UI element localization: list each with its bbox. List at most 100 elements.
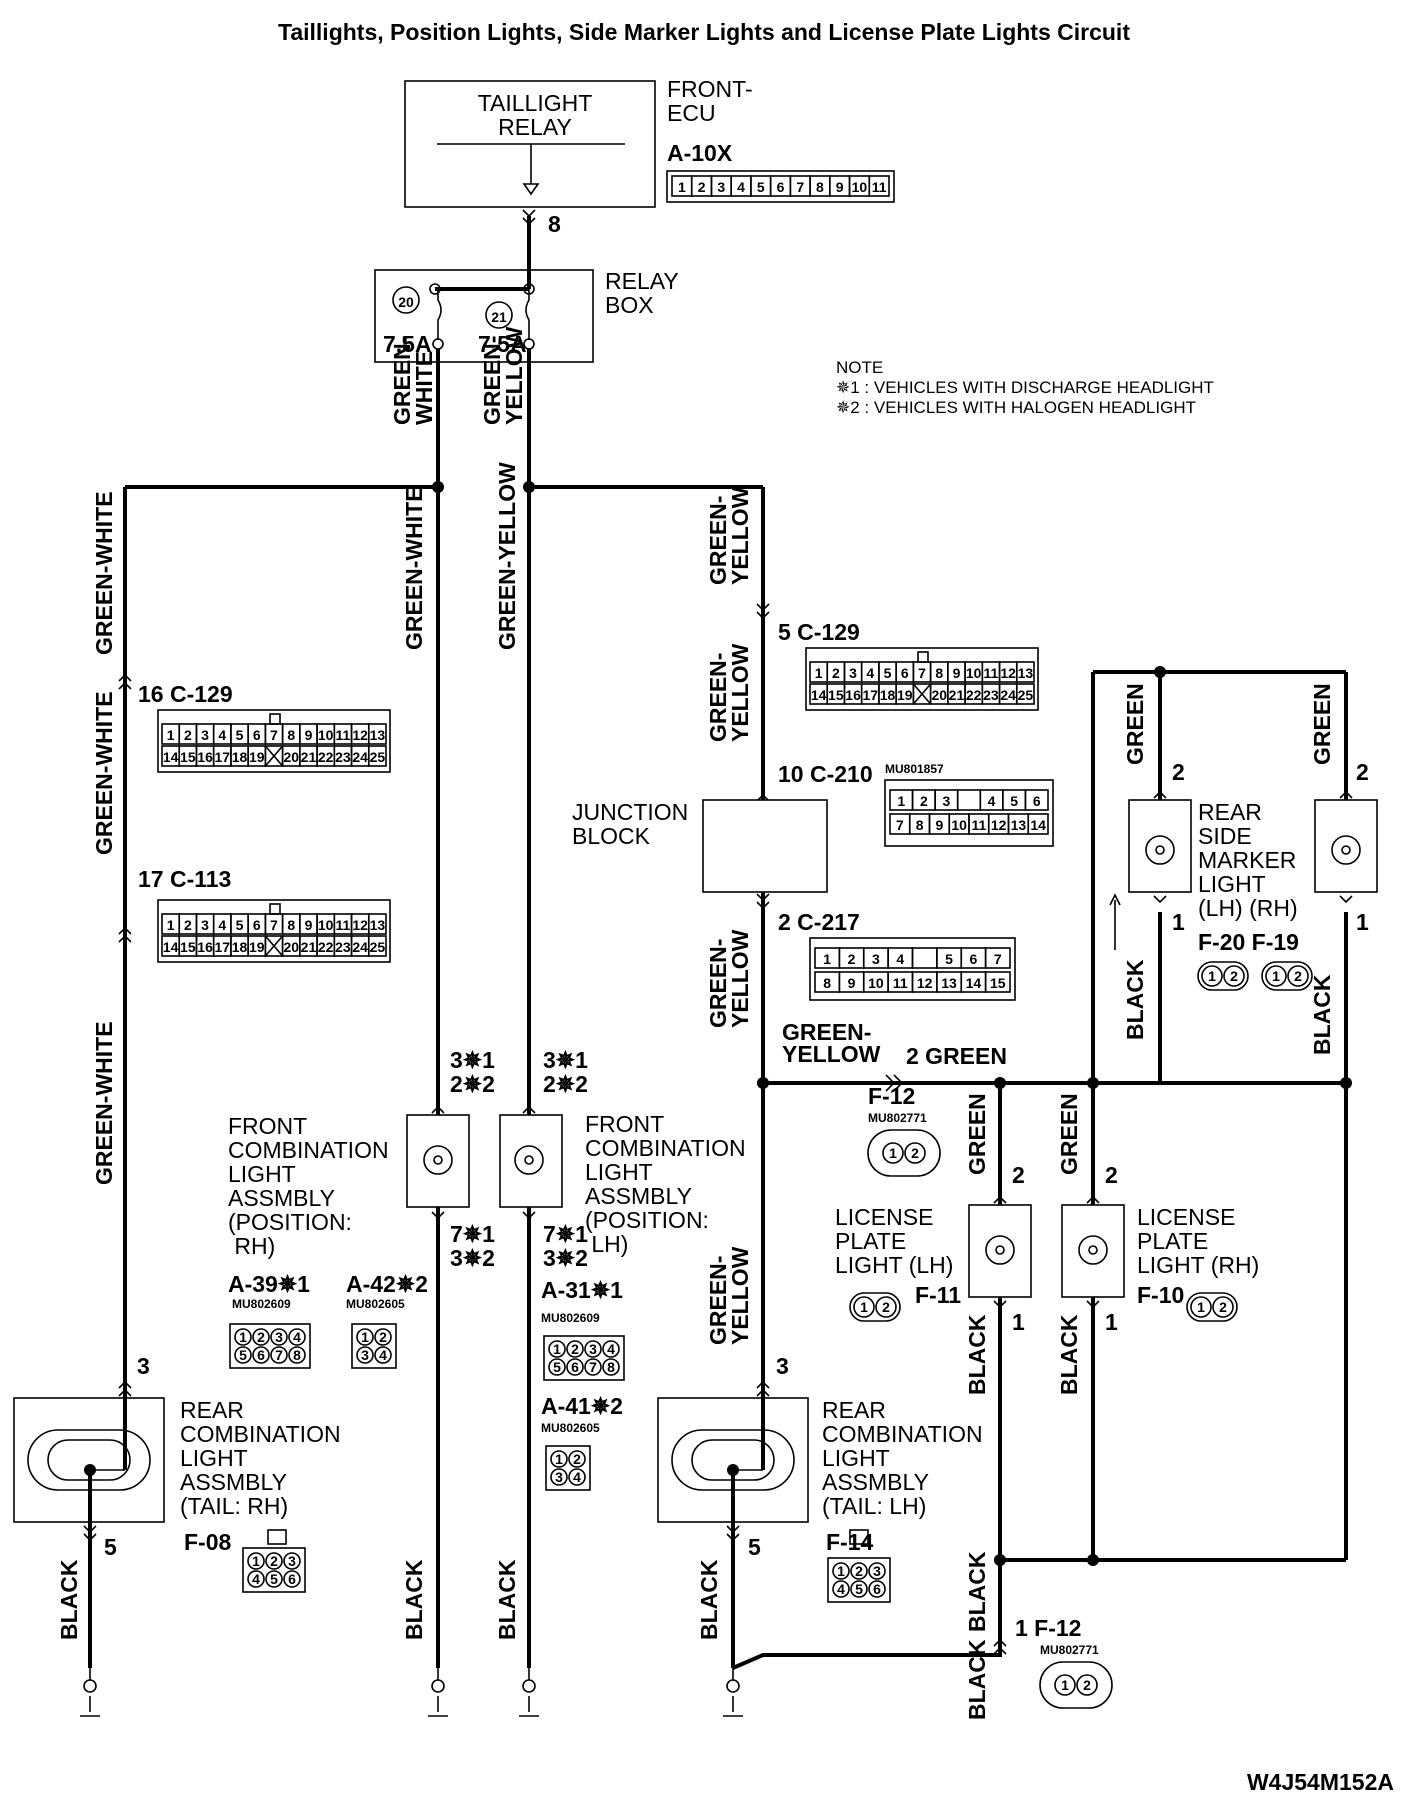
wire-label-black: BLACK bbox=[964, 1551, 990, 1632]
fuse-20-icon bbox=[392, 286, 420, 314]
connector-pin: 2 bbox=[882, 1299, 890, 1315]
connector-pin: 14 bbox=[163, 749, 179, 765]
connector-pin: 23 bbox=[335, 939, 351, 955]
fuse-21-number: 21 bbox=[491, 309, 507, 325]
connector-pin: 13 bbox=[1011, 817, 1027, 833]
connector-pin-ring bbox=[283, 1552, 301, 1570]
connector-pin-ring bbox=[270, 1328, 288, 1346]
license-lh-pin-1: 1 bbox=[1012, 1309, 1025, 1335]
connector-c210: 10 C-210 bbox=[778, 761, 873, 787]
connector-pin: 24 bbox=[352, 939, 368, 955]
connector-blank bbox=[912, 683, 932, 705]
connector-pin: 17 bbox=[215, 939, 231, 955]
connector-pin-ring bbox=[1287, 965, 1309, 987]
connector-arrow bbox=[756, 611, 770, 620]
connector-pin: 18 bbox=[232, 939, 248, 955]
wire-label-green-yellow: GREEN-YELLOW bbox=[494, 462, 520, 650]
bulb-filament bbox=[433, 1155, 443, 1165]
connector-pin: 4 bbox=[988, 793, 996, 809]
connector-pin: 22 bbox=[318, 939, 334, 955]
wire-label-black: BLACK bbox=[401, 1559, 427, 1640]
connector-pin: 25 bbox=[370, 749, 386, 765]
connector-pin: 22 bbox=[318, 749, 334, 765]
connector-pin: 8 bbox=[935, 665, 943, 681]
wire-label-green-white: GREEN-WHITE bbox=[91, 491, 117, 655]
license-lh-pin-2: 2 bbox=[1012, 1162, 1025, 1188]
connector-cell bbox=[367, 935, 387, 957]
connector-pin: 15 bbox=[828, 687, 844, 703]
rear-lh-pin-3: 3 bbox=[776, 1353, 789, 1379]
connector-pin-ring bbox=[584, 1358, 602, 1376]
connector-arrow bbox=[885, 1074, 896, 1092]
connector-pin-ring bbox=[584, 1340, 602, 1358]
connector-pin: 20 bbox=[931, 687, 947, 703]
connector-arrow bbox=[118, 926, 132, 935]
connector-pin-ring bbox=[832, 1562, 850, 1580]
connector-pin: 12 bbox=[917, 975, 933, 991]
connector-f11-face bbox=[849, 1292, 901, 1322]
connector-arrow bbox=[756, 1380, 770, 1389]
connector-f12-top-face bbox=[867, 1129, 941, 1177]
connector-pin: 2 bbox=[379, 1329, 387, 1345]
connector-blank bbox=[264, 745, 284, 767]
connector-pin-ring bbox=[356, 1328, 374, 1346]
connector-pin: 6 bbox=[970, 951, 978, 967]
wire-black-return bbox=[732, 1560, 1002, 1670]
fuse-21-link bbox=[525, 289, 530, 340]
connector-pin: 17 bbox=[215, 749, 231, 765]
connector-key bbox=[917, 651, 929, 663]
connector-pin: 5 bbox=[945, 951, 953, 967]
connector-pin: 1 bbox=[889, 1145, 897, 1161]
wire-label-green-yellow: GREEN-YELLOW bbox=[705, 486, 753, 585]
bulb-filament bbox=[524, 1155, 534, 1165]
connector-pin: 7 bbox=[275, 1347, 283, 1363]
connector-pin: 6 bbox=[571, 1359, 579, 1375]
connector-pin-ring bbox=[566, 1358, 584, 1376]
connector-f08-face bbox=[242, 1547, 306, 1593]
connector-a41-face bbox=[545, 1445, 591, 1491]
connector-pin-ring bbox=[850, 1580, 868, 1598]
connector-arrow bbox=[431, 1105, 445, 1114]
connector-pin-ring bbox=[853, 1296, 875, 1318]
terminal bbox=[429, 283, 441, 295]
bulb-filament bbox=[1088, 1245, 1098, 1255]
connector-pin: 5 bbox=[553, 1359, 561, 1375]
wire-label-green: GREEN bbox=[964, 1093, 990, 1175]
connector-pin: 4 bbox=[866, 665, 874, 681]
connector-pin: 3 bbox=[288, 1553, 296, 1569]
connector-pin: 16 bbox=[197, 939, 213, 955]
rear-lh-pin-5: 5 bbox=[748, 1534, 761, 1560]
connector-pin-ring bbox=[252, 1328, 270, 1346]
connector-pin: 3 bbox=[873, 1563, 881, 1579]
wire-label-black: BLACK bbox=[1309, 974, 1335, 1055]
connector-pin: 11 bbox=[872, 179, 887, 195]
connector-arrow bbox=[756, 901, 770, 910]
bulb-icon bbox=[1145, 835, 1175, 865]
connector-pin: 11 bbox=[336, 917, 351, 933]
connector-pin: 13 bbox=[1018, 665, 1034, 681]
connector-pin: 10 bbox=[318, 917, 334, 933]
connector-pin-ring bbox=[1265, 965, 1287, 987]
connector-arrow bbox=[756, 893, 770, 902]
connector-pin: 16 bbox=[197, 749, 213, 765]
connector-pin-ring bbox=[602, 1358, 620, 1376]
connector-pin: 25 bbox=[370, 939, 386, 955]
connector-pin: 1 bbox=[815, 665, 823, 681]
connector-pin: 10 bbox=[951, 817, 967, 833]
wire-label-green-yellow: GREEN-YELLOW bbox=[705, 643, 753, 742]
splice-point bbox=[432, 481, 444, 493]
connector-pin: 18 bbox=[880, 687, 896, 703]
connector-pin: 19 bbox=[249, 749, 265, 765]
connector-pin: 12 bbox=[352, 727, 368, 743]
connector-pin: 13 bbox=[370, 727, 386, 743]
wire-label-black: BLACK bbox=[964, 1639, 990, 1720]
connector-pin: 6 bbox=[288, 1571, 296, 1587]
connector-cell bbox=[984, 971, 1011, 993]
connector-pin: 4 bbox=[573, 1469, 581, 1485]
connector-pin: 3 bbox=[849, 665, 857, 681]
connector-cell bbox=[1015, 661, 1035, 683]
connector-pin: 7 bbox=[270, 727, 278, 743]
connector-pin: 4 bbox=[218, 727, 226, 743]
